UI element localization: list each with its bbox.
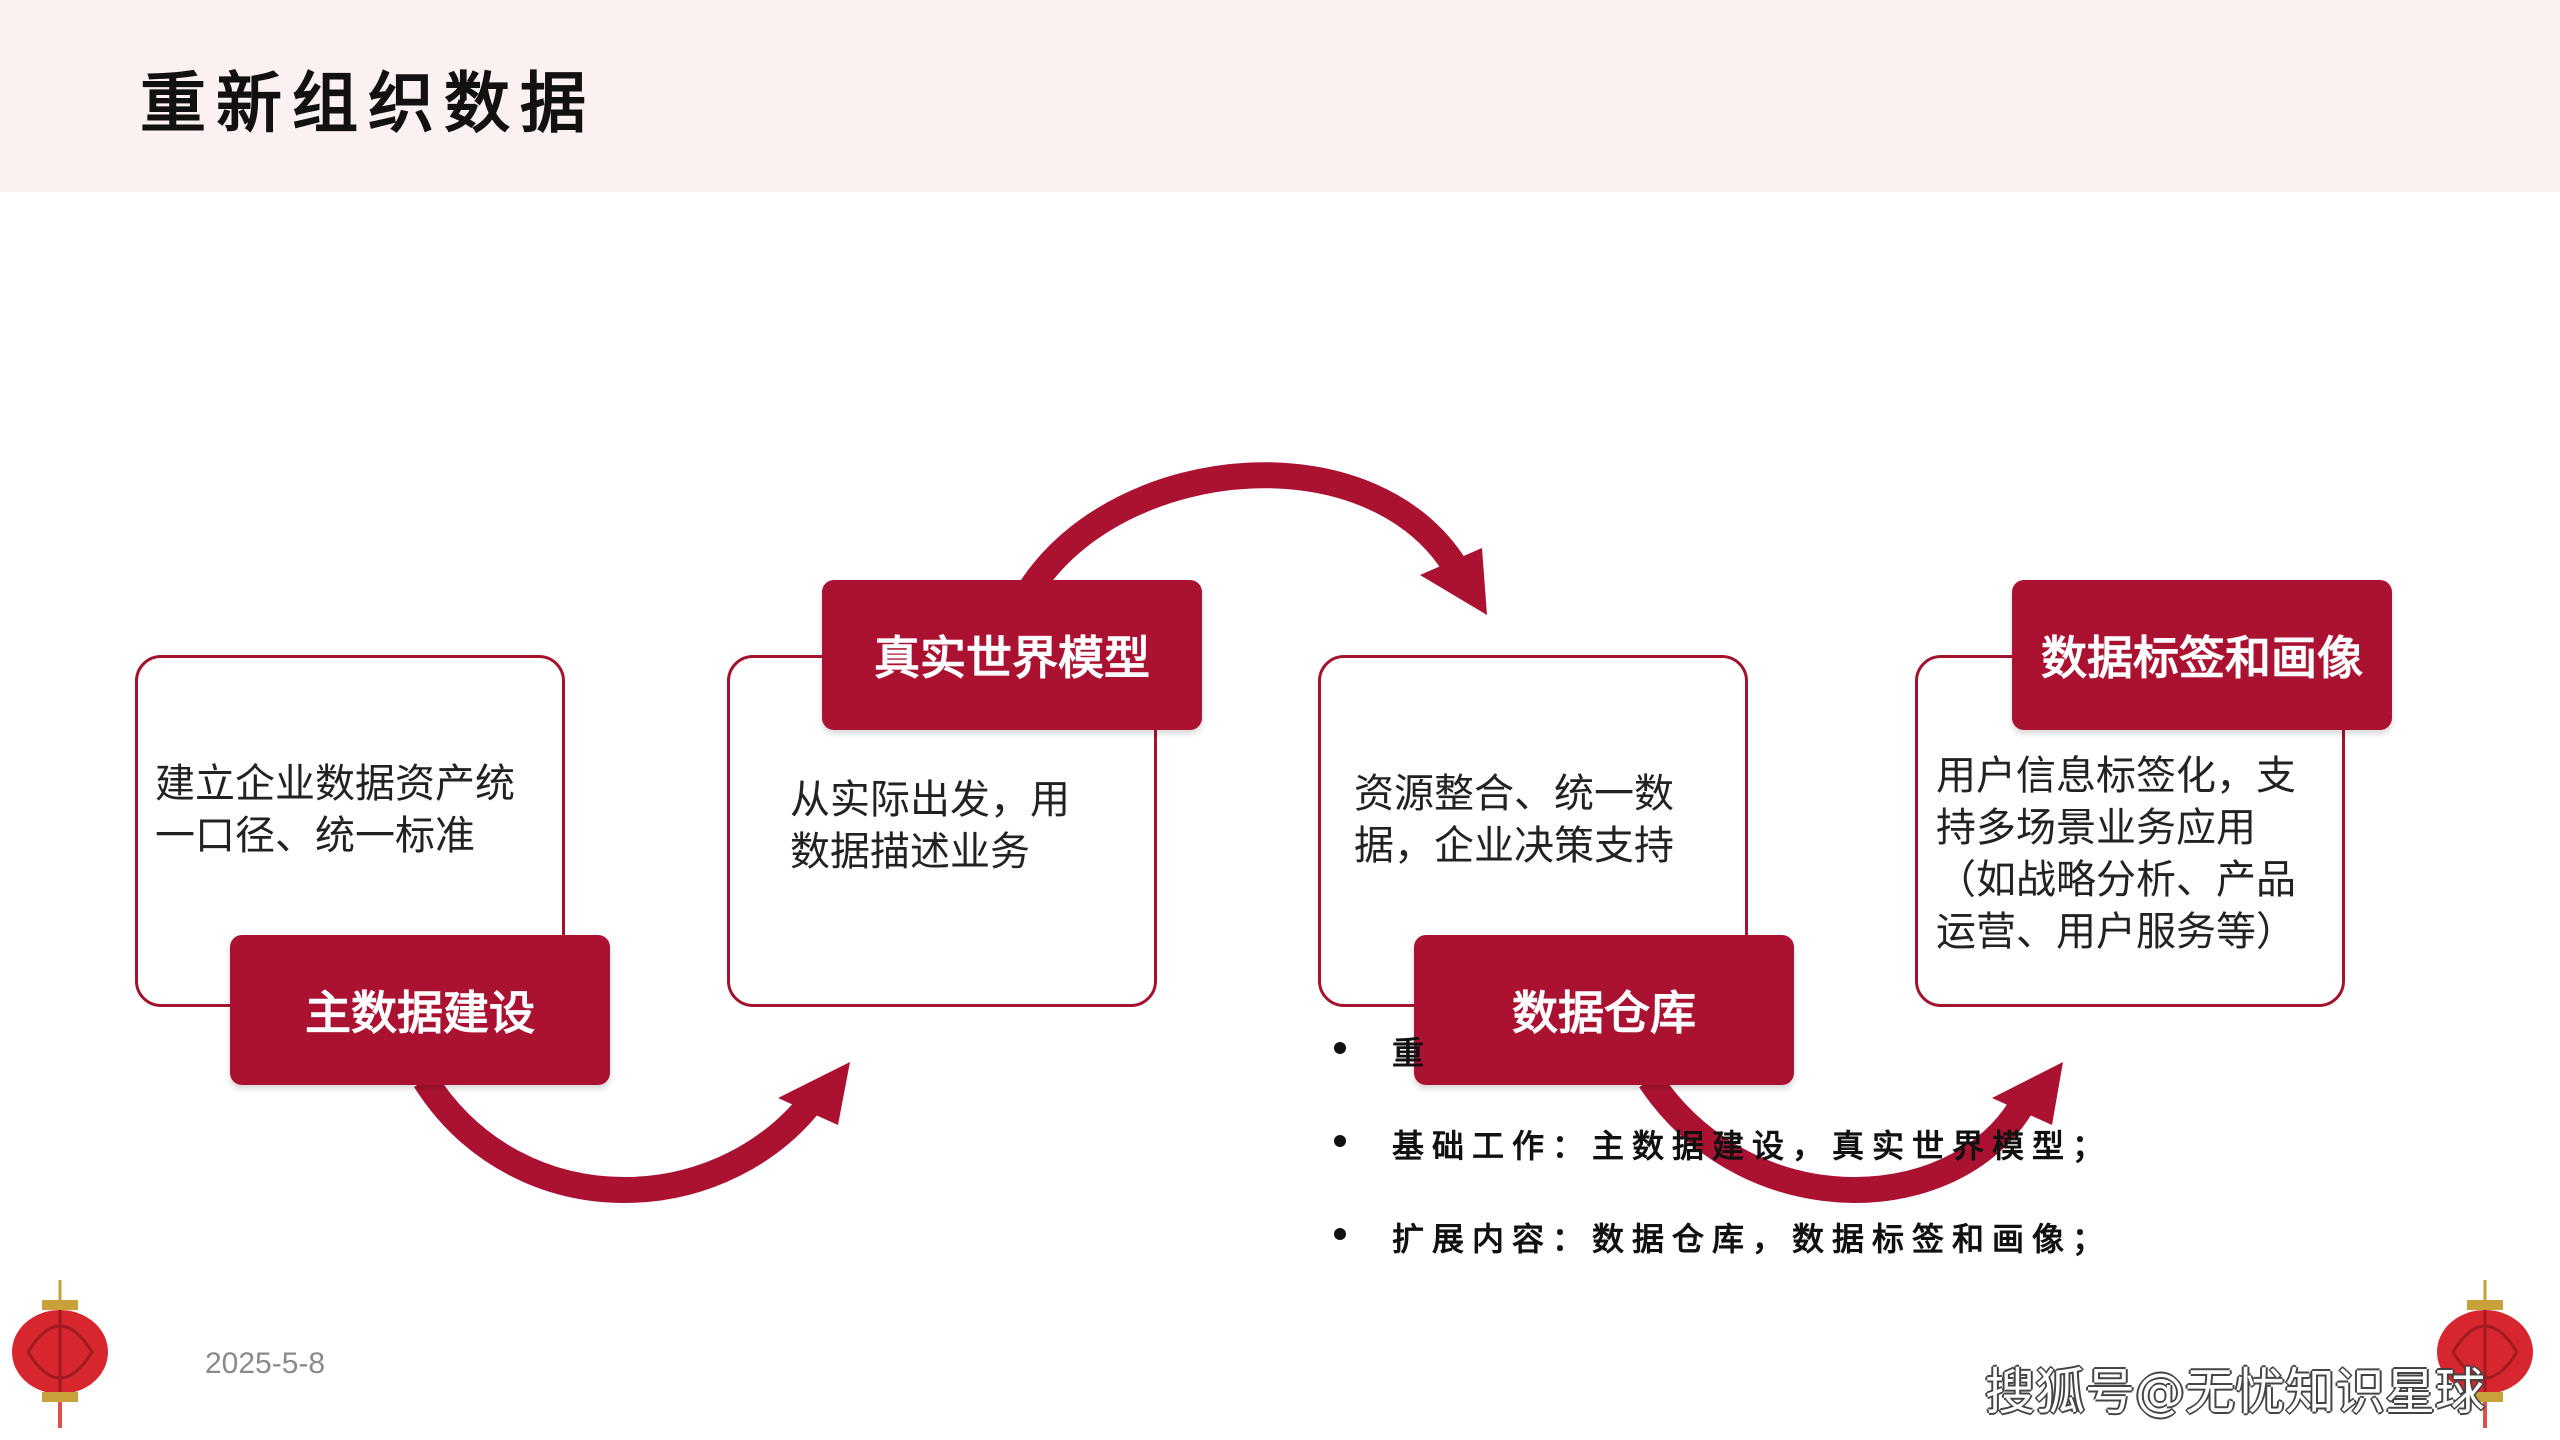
arrow-icon: [1019, 462, 1472, 598]
arrow-icon: [414, 1073, 831, 1203]
tag-master-data: 主数据建设: [230, 935, 610, 1085]
page-title: 重新组织数据: [140, 64, 596, 142]
tag-real-world-model: 真实世界模型: [822, 580, 1202, 730]
watermark: 搜狐号@无忧知识星球: [1985, 1363, 2485, 1421]
bullet-text: 重: [1392, 1034, 1433, 1072]
red-lantern-icon: [12, 1280, 108, 1428]
arrow-icon: [778, 1062, 850, 1125]
arrow-icon: [1992, 1062, 2063, 1125]
bullet-text: 扩展内容：数据仓库，数据标签和画像；: [1392, 1220, 2113, 1258]
bullet-text: 基础工作：主数据建设，真实世界模型；: [1392, 1127, 2113, 1165]
flow-card-2-text: 从实际出发，用 数据描述业务: [790, 777, 1070, 875]
arrow-icon: [1639, 1072, 2042, 1203]
bullet-dot-icon: [1334, 1135, 1346, 1147]
flow-card-1-text: 建立企业数据资产统 一口径、统一标准: [155, 761, 515, 859]
tag-data-warehouse: 数据仓库: [1414, 935, 1794, 1085]
bullet-item: 重: [1330, 1028, 2330, 1121]
header-band: [0, 0, 2560, 192]
arrow-icon: [1420, 548, 1487, 615]
slide-date: 2025-5-8: [205, 1347, 326, 1380]
bullet-item: 基础工作：主数据建设，真实世界模型；: [1330, 1121, 2330, 1214]
flow-card-3-text: 资源整合、统一数 据，企业决策支持: [1354, 771, 1674, 869]
flow-card-4-text: 用户信息标签化，支 持多场景业务应用 （如战略分析、产品 运营、用户服务等）: [1936, 753, 2296, 955]
bullet-dot-icon: [1334, 1228, 1346, 1240]
tag-data-labels-portrait: 数据标签和画像: [2012, 580, 2392, 730]
bullet-dot-icon: [1334, 1042, 1346, 1054]
red-lantern-icon: [2437, 1280, 2533, 1428]
bullet-list: 重 基础工作：主数据建设，真实世界模型； 扩展内容：数据仓库，数据标签和画像；: [1330, 1028, 2330, 1307]
bullet-item: 扩展内容：数据仓库，数据标签和画像；: [1330, 1214, 2330, 1307]
